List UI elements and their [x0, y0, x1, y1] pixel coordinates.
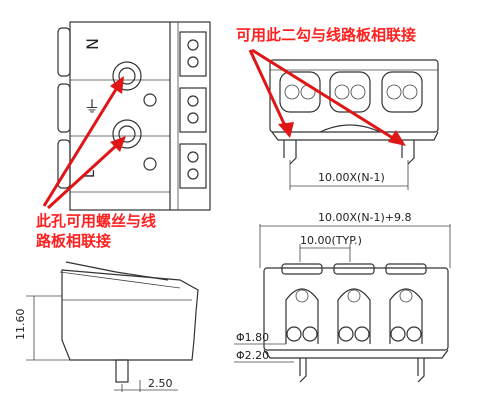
- hole-note-line1: 此孔可用螺丝与线: [36, 212, 156, 230]
- arrow-to-upper-hole: [42, 85, 120, 207]
- side-view: 11.60 2.50: [14, 261, 199, 392]
- l-mark: L: [82, 170, 98, 178]
- hole-note-line2: 路板相联接: [36, 232, 111, 250]
- typical-pitch-label: 10.00(TYP.): [300, 234, 362, 247]
- height-label: 11.60: [14, 309, 27, 341]
- n-mark: N: [83, 38, 102, 50]
- arrow-to-lower-hole: [46, 142, 120, 210]
- front-view: N ⏚ L: [57, 21, 211, 211]
- arrow-to-left-hook: [248, 49, 288, 129]
- hole-dia-small-label: Φ1.80: [236, 331, 269, 344]
- pin-offset-label: 2.50: [148, 377, 173, 390]
- ground-mark: ⏚: [84, 97, 100, 116]
- hook-note: 可用此二勾与线路板相联接: [236, 26, 416, 44]
- footprint-view: 10.00X(N-1)+9.8 10.00(TYP.) Φ1.80 Φ2.20: [234, 211, 451, 383]
- hole-dia-large-label: Φ2.20: [236, 349, 269, 362]
- pin-pitch-top-label: 10.00X(N-1): [318, 171, 385, 184]
- hook-view: 10.00X(N-1): [269, 59, 439, 190]
- annotation-arrows: [42, 48, 406, 210]
- arrow-to-right-hook: [251, 48, 397, 142]
- overall-width-label: 10.00X(N-1)+9.8: [318, 211, 412, 224]
